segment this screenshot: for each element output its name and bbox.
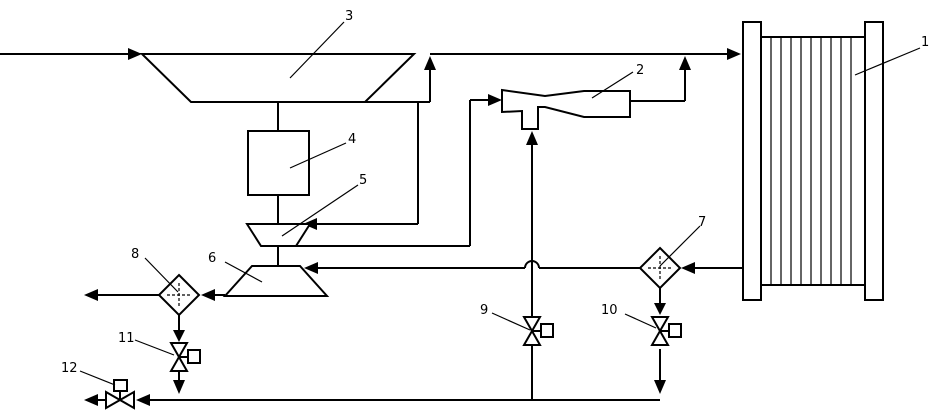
label-1: 1 [921,35,929,50]
label-9: 9 [480,303,488,318]
separator-8 [157,273,201,317]
bottom-drain-line [136,394,660,406]
ejector-outlet-line [630,56,691,102]
stack-outlet-line [681,262,743,274]
label-7: 7 [698,215,706,230]
ejector-2 [501,88,631,130]
separator-7 [638,246,682,290]
air-inlet-line [0,48,142,60]
label-5: 5 [359,173,367,188]
expander-6 [222,265,330,297]
compressor-outlet-line [365,48,741,103]
compressor-3 [139,53,417,103]
expander-outlet-line [201,289,225,301]
turbine-5 [245,223,312,247]
label-8: 8 [131,247,139,262]
motor-4 [247,130,310,196]
leader-lines [79,21,921,386]
turbine-to-ejector-line [296,94,502,247]
fuel-cell-stack-1 [742,21,884,301]
label-2: 2 [636,63,644,78]
valve-10 [650,316,682,346]
valve-9 [522,131,554,400]
label-11: 11 [118,331,135,346]
label-10: 10 [601,303,618,318]
separator-8-drain [173,315,185,394]
label-6: 6 [208,251,216,266]
separator-7-drain [654,288,666,394]
label-4: 4 [348,132,356,147]
valve-12 [84,379,135,410]
separator-to-expander-line [304,260,640,274]
separator-8-exhaust [84,289,159,301]
label-3: 3 [345,9,353,24]
label-12: 12 [61,361,78,376]
valve-11 [169,342,201,372]
